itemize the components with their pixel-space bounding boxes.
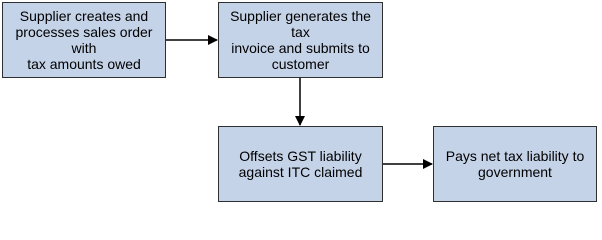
step-supplier-creates-order: Supplier creates and processes sales ord…: [2, 2, 166, 78]
step-offset-gst-liability: Offsets GST liability against ITC claime…: [218, 126, 383, 202]
step-label: Pays net tax liability to government: [445, 148, 585, 180]
step-label: Offsets GST liability against ITC claime…: [238, 148, 363, 180]
step-label: Supplier generates the tax invoice and s…: [230, 8, 371, 72]
step-label: Supplier creates and processes sales ord…: [15, 8, 153, 72]
step-pay-net-tax: Pays net tax liability to government: [433, 126, 597, 202]
step-generate-tax-invoice: Supplier generates the tax invoice and s…: [218, 2, 383, 78]
